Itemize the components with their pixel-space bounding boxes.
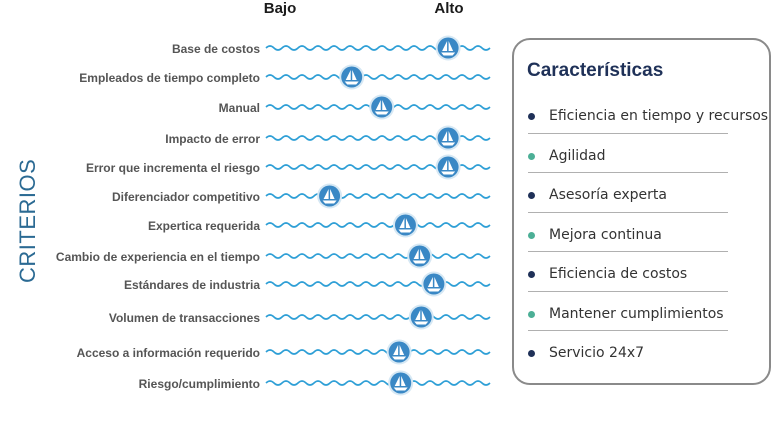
criterion-label: Manual [218,101,260,115]
criterion-label: Estándares de industria [123,278,260,292]
bullet-dot-icon [528,113,535,120]
sailboat-icon [421,271,447,297]
wave-line [265,380,491,386]
sailboat-icon [317,183,343,209]
sailboat-icon [435,125,461,151]
wave-line [265,281,491,287]
sailboat-icon [392,212,418,238]
bullet-dot-icon [528,192,535,199]
sailboat-icon [407,243,433,269]
characteristic-item: Eficiencia de costos [528,251,757,286]
bullet-dot-icon [528,311,535,318]
characteristic-label: Eficiencia en tiempo y recursos [549,108,769,124]
bullet-dot-icon [528,232,535,239]
characteristic-item: Mantener cumplimientos [528,291,757,326]
wave-line [265,74,491,80]
item-divider [528,133,728,134]
sailboat-icon [339,64,365,90]
wave-line [265,253,491,259]
item-divider [528,330,728,331]
characteristics-panel: Características Eficiencia en tiempo y r… [512,38,771,385]
criterion-label: Expertica requerida [147,219,260,233]
criterion-label: Base de costos [171,42,260,56]
criterion-label: Cambio de experiencia en el tiempo [55,250,260,264]
characteristic-item: Agilidad [528,133,757,168]
sailboat-icon [435,35,461,61]
wave-line [265,222,491,228]
wave-line [265,349,491,355]
wave-line [265,193,491,199]
wave-line [265,314,491,320]
bullet-dot-icon [528,271,535,278]
item-divider [528,251,728,252]
sailboat-icon [388,370,414,396]
characteristic-label: Servicio 24x7 [549,345,645,361]
sailboat-icon [369,94,395,120]
criteria-scale-graphic [265,35,491,396]
panel-title: Características [527,60,664,81]
characteristic-item: Servicio 24x7 [528,330,757,365]
characteristic-label: Eficiencia de costos [549,266,688,282]
criterion-label: Acceso a información requerido [76,346,260,360]
criterion-label: Riesgo/cumplimiento [138,377,260,391]
characteristic-item: Eficiencia en tiempo y recursos [528,108,768,128]
axis-label-high: Alto [434,0,464,17]
sailboat-icon [386,339,412,365]
criterion-label: Diferenciador competitivo [111,190,260,204]
characteristic-item: Mejora continua [528,212,757,247]
bullet-dot-icon [528,153,535,160]
criterion-label: Error que incrementa el riesgo [85,161,260,175]
criterion-label: Empleados de tiempo completo [79,71,260,85]
sailboat-icon [435,154,461,180]
criterion-label: Impacto de error [165,132,260,146]
characteristic-label: Agilidad [549,148,606,164]
sailboat-icon [408,304,434,330]
bullet-dot-icon [528,350,535,357]
criterion-label: Volumen de transacciones [108,311,260,325]
characteristic-item: Asesoría experta [528,172,757,207]
axis-label-low: Bajo [263,0,297,17]
characteristic-label: Asesoría experta [549,187,667,203]
characteristic-label: Mantener cumplimientos [549,306,724,322]
item-divider [528,212,728,213]
item-divider [528,291,728,292]
characteristic-label: Mejora continua [549,227,662,243]
item-divider [528,172,728,173]
